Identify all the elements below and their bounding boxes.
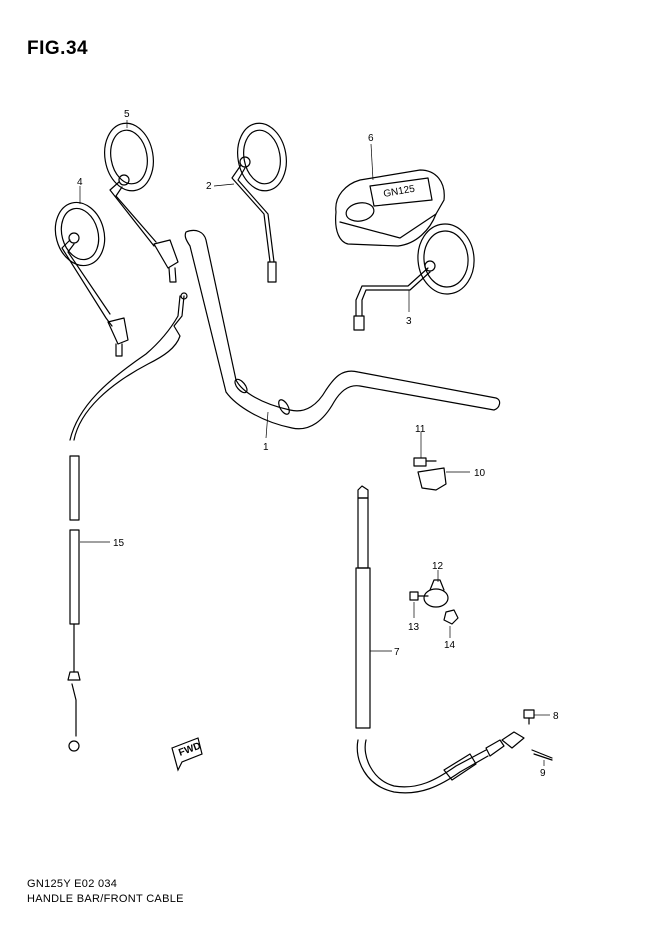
nut-14[interactable] [443, 609, 459, 625]
callout-8: 8 [553, 711, 559, 722]
callout-5: 5 [124, 109, 130, 120]
callout-6: 6 [368, 133, 374, 144]
fwd-arrow-badge: FWD [171, 737, 203, 772]
callout-13: 13 [408, 622, 420, 633]
mirror-right-lower[interactable] [353, 222, 477, 331]
callout-10: 10 [474, 468, 486, 479]
callout-2: 2 [206, 181, 212, 192]
screw-13[interactable] [409, 591, 429, 601]
callout-9: 9 [540, 768, 546, 779]
handlebar[interactable] [184, 229, 501, 430]
section-name: HANDLE BAR/FRONT CABLE [27, 893, 184, 905]
mirror-right[interactable] [231, 119, 292, 283]
clamp-bolt-11[interactable] [413, 457, 437, 467]
pin-9[interactable] [531, 749, 553, 761]
mirror-left-upper[interactable] [99, 119, 179, 283]
callouts: 5 4 2 6 3 1 11 10 15 12 13 14 7 8 9 [77, 109, 559, 779]
callout-11: 11 [415, 424, 426, 435]
clutch-cable[interactable] [67, 292, 188, 752]
callout-14: 14 [444, 640, 456, 651]
cable-guide-12[interactable] [423, 579, 449, 608]
cover-emblem: GN125 [383, 184, 417, 200]
cable-clamp[interactable] [417, 467, 447, 491]
figure-title: FIG.34 [27, 38, 89, 59]
callout-1: 1 [263, 442, 269, 453]
model-code: GN125Y E02 034 [27, 878, 118, 890]
front-brake-cable[interactable] [355, 485, 525, 794]
callout-3: 3 [406, 316, 412, 327]
callout-4: 4 [77, 177, 83, 188]
callout-12: 12 [432, 561, 444, 572]
handlebar-cover[interactable]: GN125 [335, 169, 445, 247]
bolt-8[interactable] [523, 709, 535, 725]
callout-15: 15 [113, 538, 125, 549]
callout-7: 7 [394, 647, 400, 658]
leader-lines [79, 120, 550, 766]
mirror-left[interactable] [49, 197, 129, 357]
